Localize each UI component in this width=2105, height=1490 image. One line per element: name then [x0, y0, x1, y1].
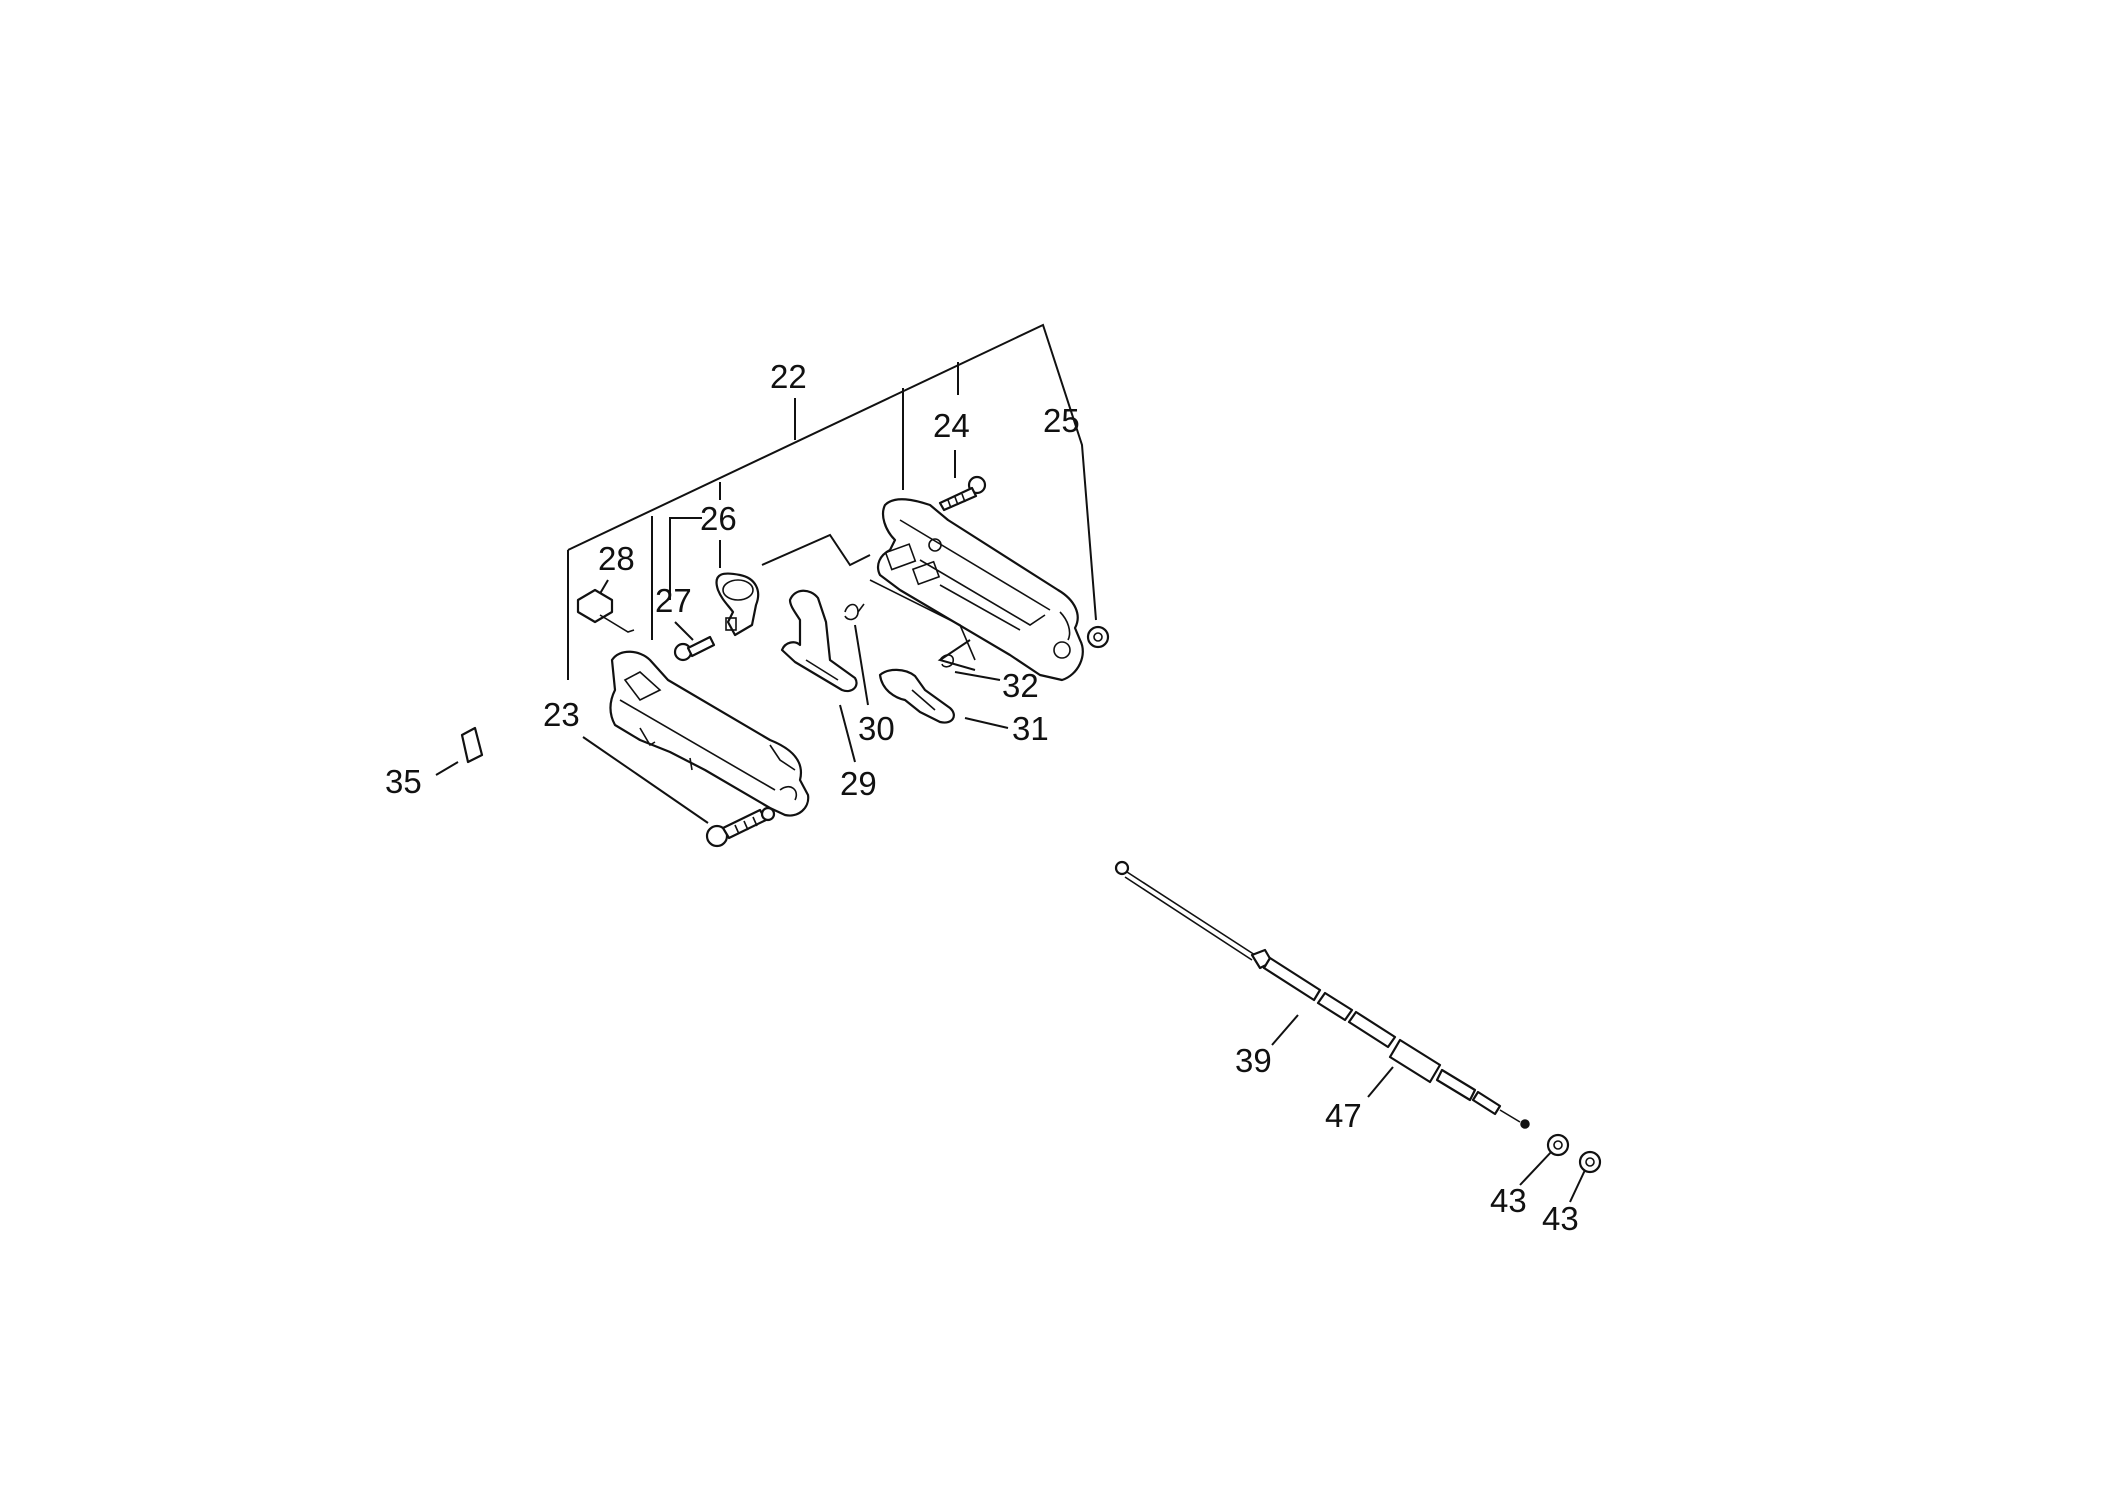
left-handle-half: [609, 650, 810, 817]
callout-29: 29: [840, 765, 877, 802]
screw-24: [938, 475, 987, 512]
screw-27: [673, 635, 716, 662]
trigger-29: [780, 589, 858, 693]
callout-28: 28: [598, 540, 635, 577]
bolt-23: [705, 806, 776, 848]
callout-25: 25: [1043, 402, 1080, 439]
callout-23: 23: [543, 696, 580, 733]
callout-26: 26: [700, 500, 737, 537]
callout-43-b: 43: [1542, 1200, 1579, 1237]
callout-24: 24: [933, 407, 970, 444]
callout-39: 39: [1235, 1042, 1272, 1079]
callout-47: 47: [1325, 1097, 1362, 1134]
callout-22: 22: [770, 358, 807, 395]
spring-32: [939, 654, 955, 668]
callout-43-a: 43: [1490, 1182, 1527, 1219]
callout-35: 35: [385, 763, 422, 800]
leader-lines: [435, 323, 1586, 1203]
switch-28: [576, 588, 635, 633]
callout-32: 32: [1002, 667, 1039, 704]
nut-43-a: [1546, 1133, 1570, 1157]
lever-31: [878, 668, 955, 724]
callout-30: 30: [858, 710, 895, 747]
callout-27: 27: [655, 582, 692, 619]
clamp-26: [715, 572, 760, 637]
callout-31: 31: [1012, 710, 1049, 747]
spring-30: [844, 603, 865, 621]
callout-labels: 22 23 24 25 26 27 28 29 30 31 32 35 39 4…: [385, 358, 1579, 1237]
throttle-cable: [1114, 860, 1530, 1129]
label-plate-35: [460, 726, 484, 764]
right-handle-half: [869, 498, 1084, 682]
nut-43-b: [1578, 1150, 1602, 1174]
nut-25: [1086, 625, 1110, 649]
